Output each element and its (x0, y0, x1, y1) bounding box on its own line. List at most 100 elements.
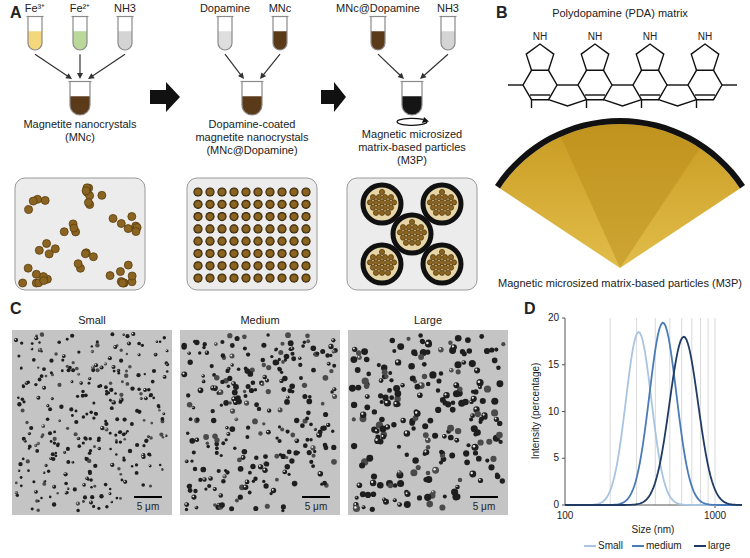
particle-dot (278, 439, 282, 443)
particle-dot (77, 444, 81, 448)
coating (277, 224, 286, 233)
particle-dot (97, 438, 101, 442)
particle-dot (62, 354, 66, 358)
nanocrystal (376, 205, 381, 210)
particle-dot (471, 444, 478, 451)
particle-dot (100, 366, 104, 370)
coating (301, 224, 310, 233)
particle-dot (119, 400, 123, 404)
particle-dot (74, 432, 78, 436)
particle-dot (422, 423, 428, 429)
benzene-ring (578, 70, 612, 99)
micrograph-particles (14, 332, 506, 512)
particle-dot (25, 381, 29, 385)
particle-dot (308, 395, 312, 399)
particle-glint (234, 401, 236, 403)
test-tube (111, 15, 139, 53)
particle-dot (76, 509, 80, 513)
particle-dot (34, 336, 38, 340)
particle-glint (475, 369, 477, 371)
particle-dot (432, 467, 439, 474)
particle-dot (59, 405, 63, 409)
pyrrole-ring (691, 44, 719, 70)
particle-dot (190, 459, 193, 462)
particle-dot (285, 464, 290, 469)
particle-dot (496, 432, 503, 439)
nanocrystal (254, 201, 261, 208)
particle-dot (497, 421, 502, 426)
particle-dot (186, 393, 190, 397)
coating (277, 274, 286, 283)
particle-glint (333, 388, 334, 389)
particle-dot (225, 426, 229, 430)
particle-dot (31, 342, 34, 345)
particle-dot (320, 349, 325, 354)
particle-dot (213, 487, 217, 491)
nanocrystal (41, 196, 49, 204)
coating (217, 187, 226, 196)
particle-glint (375, 439, 377, 441)
particle-dot (321, 402, 325, 406)
nanocrystal (266, 238, 273, 245)
particle-dot (273, 360, 279, 366)
particle-dot (458, 478, 462, 482)
reagent-tube: MNc (264, 2, 296, 53)
particle-dot (166, 349, 169, 352)
mixing-arrow (260, 54, 280, 79)
ring-link (667, 84, 688, 85)
coating (229, 187, 238, 196)
particle-dot (99, 384, 102, 387)
pda-structure (508, 44, 737, 108)
particle-glint (37, 397, 38, 398)
particle-dot (208, 476, 213, 481)
particle-glint (329, 345, 331, 347)
pyrrole-ring (581, 44, 609, 70)
structure-title: Polydopamine (PDA) matrix (552, 7, 688, 20)
particle-dot (83, 436, 87, 440)
particle-dot (74, 420, 78, 424)
particle-glint (124, 480, 125, 481)
nanocrystal (230, 213, 237, 220)
particle-dot (353, 505, 360, 512)
particle-glint (44, 480, 46, 482)
scale-bar (134, 496, 162, 498)
scale-label: 5 μm (473, 501, 495, 513)
particle-dot (83, 495, 87, 499)
reagent-label: Dopamine (198, 2, 252, 15)
matrix-particle (393, 215, 431, 253)
particle-dot (20, 484, 23, 487)
particle-glint (380, 379, 382, 381)
particle-dot (124, 432, 127, 435)
coating (253, 187, 262, 196)
particle-dot (66, 460, 70, 464)
particle-dot (99, 494, 103, 498)
nanocrystal (278, 275, 285, 282)
tick-label: 0 (553, 499, 559, 511)
nanocrystal (400, 225, 405, 230)
particle-dot (288, 473, 291, 476)
particle-glint (111, 463, 113, 465)
particle-dot (466, 443, 470, 447)
particle-glint (495, 418, 497, 420)
coating (217, 224, 226, 233)
particle-dot (195, 418, 199, 422)
particle-dot (161, 468, 163, 470)
particle-dot (351, 443, 357, 449)
particle-dot (355, 496, 359, 500)
particle-dot (290, 346, 294, 350)
coating (253, 200, 262, 209)
particle-dot (135, 409, 139, 413)
particle-dot (397, 445, 401, 449)
tube-glass (273, 16, 287, 50)
nanocrystal (206, 275, 213, 282)
particle-glint (53, 485, 54, 486)
benzene-ring (523, 70, 557, 99)
coating (277, 187, 286, 196)
nanocrystal (242, 250, 249, 257)
particle-dot (24, 440, 27, 443)
particle-glint (478, 380, 481, 383)
particle-dot (494, 417, 499, 422)
nanocrystal (439, 189, 444, 194)
particle-dot (448, 340, 452, 344)
particle-dot (327, 362, 331, 366)
